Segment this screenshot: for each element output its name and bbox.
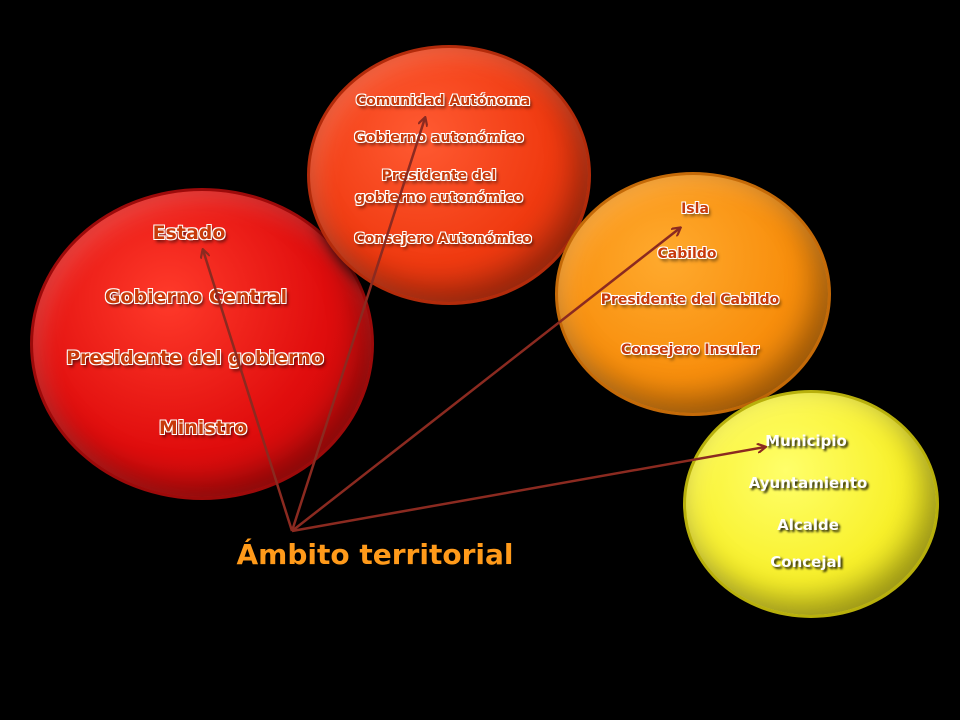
gobierno-autonomico-label: Gobierno autonómico xyxy=(354,130,524,146)
ayuntamiento-label: Ayuntamiento xyxy=(748,474,868,492)
presidente-autonomico-label-line1: Presidente del xyxy=(381,168,497,184)
concejal-label: Concejal xyxy=(770,553,842,571)
presidente-cabildo-label: Presidente del Cabildo xyxy=(600,292,780,308)
isla-circle xyxy=(555,172,831,416)
isla-label: Isla xyxy=(681,201,709,217)
municipio-label: Municipio xyxy=(765,432,847,450)
consejero-autonomico-label: Consejero Autonómico xyxy=(354,231,532,247)
gobierno-central-label: Gobierno Central xyxy=(104,286,288,308)
comunidad-autonoma-label: Comunidad Autónoma xyxy=(355,93,531,109)
comunidad-circle xyxy=(307,45,591,305)
arrow-to-municipio xyxy=(291,447,765,533)
presidente-gobierno-label: Presidente del gobierno xyxy=(66,347,324,369)
arrow-to-isla xyxy=(291,228,680,532)
estado-label: Estado xyxy=(152,222,226,244)
cabildo-label: Cabildo xyxy=(657,246,717,262)
alcalde-label: Alcalde xyxy=(777,516,839,534)
ministro-label: Ministro xyxy=(158,417,248,439)
ambito-territorial-title: Ámbito territorial xyxy=(236,538,514,571)
consejero-insular-label: Consejero Insular xyxy=(620,342,760,358)
estado-circle xyxy=(30,188,374,500)
arrow-to-estado xyxy=(203,250,294,532)
municipio-circle xyxy=(683,390,939,618)
arrow-to-comunidad xyxy=(290,118,425,532)
